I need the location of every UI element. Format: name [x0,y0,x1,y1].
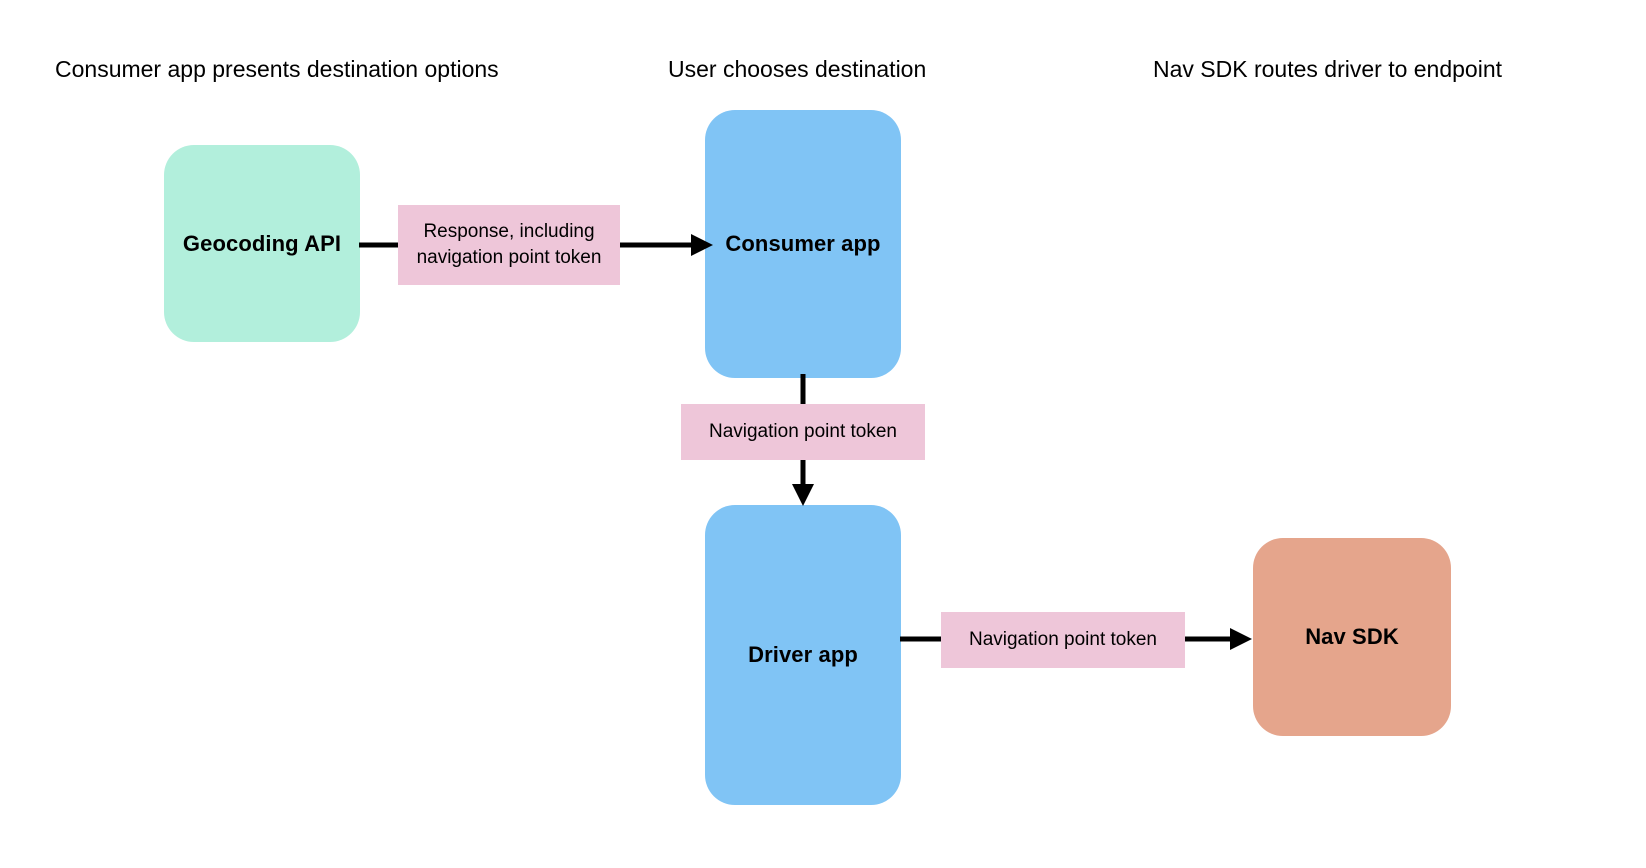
node-geocoding-api-label: Geocoding API [182,230,342,256]
node-geocoding-api[interactable]: Geocoding API [164,145,360,342]
node-consumer-app[interactable]: Consumer app [705,110,901,378]
edge-label-response-token: Response, including navigation point tok… [398,205,620,285]
node-consumer-app-label: Consumer app [725,231,881,256]
node-driver-app[interactable]: Driver app [705,505,901,805]
node-nav-sdk[interactable]: Nav SDK [1253,538,1451,736]
node-driver-app-label: Driver app [748,642,858,667]
edge-label-response-token-text: Response, including navigation point tok… [416,221,602,268]
edge-label-nav-point-token-2: Navigation point token [941,612,1185,668]
node-nav-sdk-label: Nav SDK [1305,624,1399,649]
column-header-nav-sdk: Nav SDK routes driver to endpoint [1153,56,1503,82]
edge-label-nav-point-token-1: Navigation point token [681,404,925,460]
edge-label-nav-point-token-1-text: Navigation point token [708,421,897,442]
edge-label-nav-point-token-2-text: Navigation point token [968,629,1157,650]
column-header-consumer-app: Consumer app presents destination option… [55,56,499,82]
column-header-user-chooses: User chooses destination [668,56,927,82]
